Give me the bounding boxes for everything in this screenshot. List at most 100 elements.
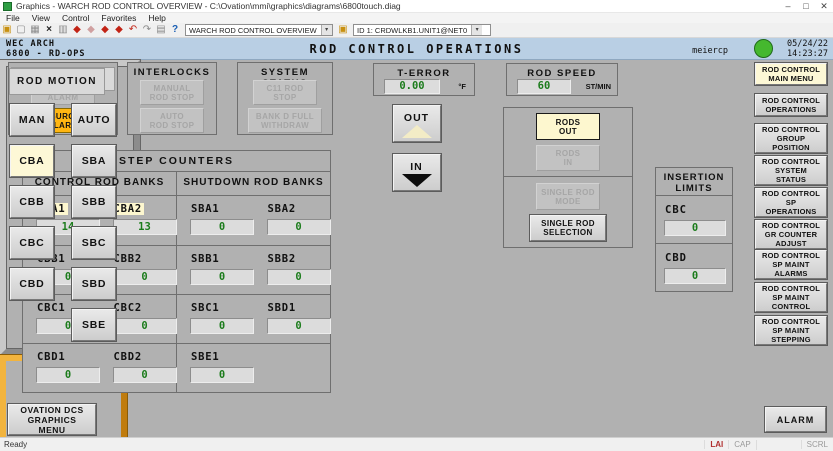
menu-file[interactable]: File	[6, 13, 20, 23]
logged-in-user: meiercp	[692, 46, 728, 56]
nav-rod-control-sp-maint-alarms-button[interactable]: ROD CONTROL SP MAINT ALARMS	[755, 250, 827, 279]
insertion-limit-cbc-box: CBC 0	[655, 195, 733, 244]
open-icon[interactable]: ▣	[2, 24, 12, 35]
print-icon[interactable]: ▤	[156, 24, 166, 35]
t-error-value: 0.00	[384, 79, 440, 94]
forward-diamond-icon[interactable]: ◆	[101, 24, 109, 35]
diagram-select-combo[interactable]: WARCH ROD CONTROL OVERVIEW ▾	[185, 24, 333, 36]
undo-arrow-icon[interactable]: ↶	[128, 24, 138, 35]
maximize-icon[interactable]: □	[803, 0, 809, 11]
help-icon[interactable]: ?	[171, 24, 179, 35]
cbd-label: CBD	[665, 252, 687, 264]
arrow-down-icon	[401, 173, 432, 187]
menu-control[interactable]: Control	[61, 13, 90, 23]
bank-select-cba-button[interactable]: CBA	[10, 145, 54, 177]
minimize-icon[interactable]: –	[785, 0, 791, 11]
cbd-limit-value: 0	[664, 268, 726, 284]
bank-label: SBB2	[267, 253, 296, 265]
system-status-panel: SYSTEM STATUS C11 ROD STOP BANK D FULL W…	[237, 62, 333, 135]
image-icon[interactable]: ▥	[58, 24, 68, 35]
nav-rod-control-sp-maint-stepping-button[interactable]: ROD CONTROL SP MAINT STEPPING	[755, 316, 827, 345]
bank-label: CBD1	[37, 351, 66, 363]
bank-select-sbd-button[interactable]: SBD	[72, 268, 116, 300]
t-error-unit: °F	[458, 82, 466, 91]
app-icon	[3, 1, 12, 11]
insertion-limits-panel: INSERTION LIMITS CBC 0 CBD 0	[655, 167, 733, 352]
unit-icon: ▣	[338, 24, 348, 35]
rod-motion-in-button[interactable]: IN	[392, 154, 441, 191]
shutdown-rod-banks-header: SHUTDOWN ROD BANKS	[176, 172, 330, 195]
nav-rod-control-sp-operations-button[interactable]: ROD CONTROL SP OPERATIONS	[755, 188, 827, 217]
rod-motion-out-button[interactable]: OUT	[392, 105, 441, 142]
alarm-button[interactable]: ALARM	[765, 407, 826, 432]
bank-label: CBA2	[111, 203, 144, 215]
redo-arrow-icon[interactable]: ↷	[142, 24, 152, 35]
chevron-down-icon[interactable]: ▾	[320, 25, 332, 35]
favorite-diamond-icon[interactable]: ◆	[115, 24, 123, 35]
delete-icon[interactable]: ×	[46, 24, 52, 35]
nav-rod-control-system-status-button[interactable]: ROD CONTROL SYSTEM STATUS	[755, 156, 827, 185]
bank-select-sbb-button[interactable]: SBB	[72, 186, 116, 218]
bank-select-cbd-button[interactable]: CBD	[10, 268, 54, 300]
bank-label: CBB2	[113, 253, 142, 265]
bank-select-sbe-button[interactable]: SBE	[72, 309, 116, 341]
insertion-limit-cbd-box: CBD 0	[655, 243, 733, 292]
ovation-dcs-graphics-menu-button[interactable]: OVATION DCS GRAPHICS MENU	[8, 404, 96, 435]
menu-view[interactable]: View	[31, 13, 50, 23]
t-error-panel: T-ERROR 0.00 °F	[373, 63, 475, 96]
bank-step-value: 0	[112, 318, 177, 334]
single-rod-mode-indicator: SINGLE ROD MODE	[536, 183, 600, 210]
cap-indicator: CAP	[728, 440, 755, 449]
bank-step-value: 0	[190, 269, 254, 285]
bank-label: SBB1	[191, 253, 220, 265]
bank-label: SBC1	[191, 302, 220, 314]
in-button-label: IN	[410, 160, 423, 173]
rod-speed-value: 60	[517, 79, 571, 94]
cbc-label: CBC	[665, 204, 687, 216]
bank-step-value: 0	[36, 367, 100, 383]
hmi-header: WEC ARCH 6800 - RD-OPS ROD CONTROL OPERA…	[0, 38, 833, 60]
close-icon[interactable]: ✕	[820, 0, 828, 11]
unit-select-combo[interactable]: ID 1: CRDWLKB1.UNIT1@NET0 ▾	[353, 24, 491, 36]
status-bar: Ready LAI CAP SCRL	[0, 437, 833, 451]
menu-favorites[interactable]: Favorites	[101, 13, 137, 23]
nav-rod-control-group-position-button[interactable]: ROD CONTROL GROUP POSITION	[755, 124, 827, 153]
bank-select-sbc-button[interactable]: SBC	[72, 227, 116, 259]
bank-label: CBC2	[113, 302, 142, 314]
window-titlebar: Graphics - WARCH ROD CONTROL OVERVIEW - …	[0, 0, 833, 13]
bank-d-full-withdraw-indicator: BANK D FULL WITHDRAW	[248, 108, 322, 133]
back-diamond-icon[interactable]: ◆	[87, 24, 95, 35]
nav-rod-control-sp-maint-control-button[interactable]: ROD CONTROL SP MAINT CONTROL	[755, 283, 827, 312]
bank-select-sba-button[interactable]: SBA	[72, 145, 116, 177]
toolbar: ▣ ▢ ▦ × ▥ ◆ ◆ ◆ ◆ ↶ ↷ ▤ ? WARCH ROD CONT…	[0, 23, 833, 38]
interlocks-title: INTERLOCKS	[133, 67, 211, 78]
single-rod-selection-button[interactable]: SINGLE ROD SELECTION	[530, 215, 606, 241]
auto-rod-stop-indicator: AUTO ROD STOP	[140, 108, 204, 133]
bank-select-cbc-button[interactable]: CBC	[10, 227, 54, 259]
home-diamond-icon[interactable]: ◆	[73, 24, 81, 35]
copy-icon[interactable]: ▢	[16, 24, 26, 35]
interlocks-panel: INTERLOCKS MANUAL ROD STOP AUTO ROD STOP	[127, 62, 217, 135]
scrl-indicator: SCRL	[800, 440, 833, 449]
snapshot-icon[interactable]: ▦	[30, 24, 40, 35]
nav-rod-control-operations-button[interactable]: ROD CONTROL OPERATIONS	[755, 94, 827, 116]
bank-label: CBC1	[37, 302, 66, 314]
manual-rod-stop-indicator: MANUAL ROD STOP	[140, 80, 204, 105]
nav-rod-control-main-menu-button[interactable]: ROD CONTROL MAIN MENU	[755, 63, 827, 85]
bank-select-auto-button[interactable]: AUTO	[72, 104, 116, 136]
bank-select-man-button[interactable]: MAN	[10, 104, 54, 136]
bank-label: SBA2	[267, 203, 296, 215]
station-mode: 6800 - RD-OPS	[6, 49, 86, 59]
bank-select-cbb-button[interactable]: CBB	[10, 186, 54, 218]
cbc-limit-value: 0	[664, 220, 726, 236]
bank-label: SBD1	[267, 302, 296, 314]
nav-rod-control-gr-counter-adjust-button[interactable]: ROD CONTROL GR COUNTER ADJUST	[755, 220, 827, 249]
menu-help[interactable]: Help	[148, 13, 166, 23]
unit-select-value: ID 1: CRDWLKB1.UNIT1@NET0	[357, 25, 468, 35]
bank-step-value: 0	[266, 269, 331, 285]
chevron-down-icon[interactable]: ▾	[471, 25, 483, 35]
